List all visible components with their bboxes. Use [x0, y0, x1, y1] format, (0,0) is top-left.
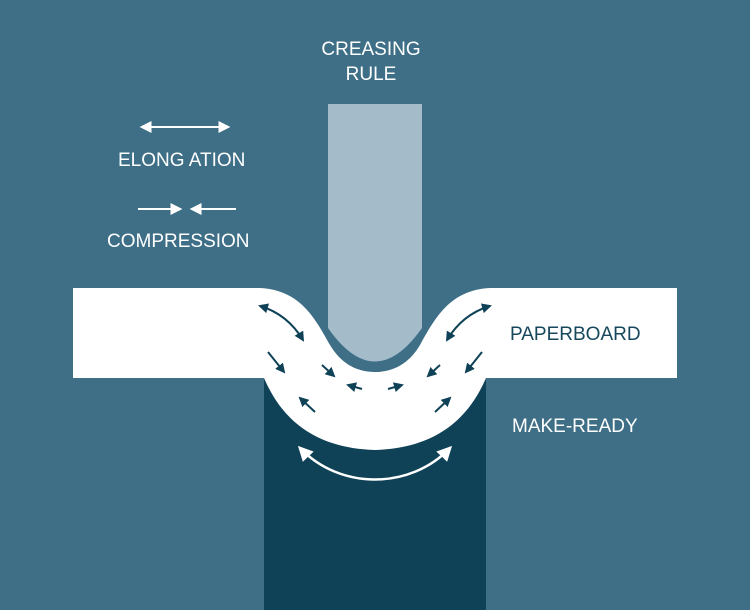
paperboard-label: PAPERBOARD [510, 324, 641, 345]
make-ready-label: MAKE-READY [512, 416, 638, 437]
creasing-rule-label-line1: CREASING [321, 39, 420, 60]
compression-label: COMPRESSION [107, 231, 250, 252]
compression-arrow-8 [464, 351, 483, 374]
compression-arrow-3 [321, 364, 336, 378]
elongation-label: ELONG ATION [118, 150, 245, 171]
compression-arrow-2 [298, 396, 316, 413]
creasing-rule [328, 104, 422, 362]
compression-arrow-1 [267, 351, 286, 374]
elongation-arrow-right [445, 303, 492, 342]
compression-arrow-6 [426, 364, 441, 378]
compression-arrow-5 [387, 382, 404, 393]
make-ready-elongation-arrow [297, 445, 453, 481]
paperboard [73, 288, 677, 450]
compression-arrow-7 [434, 396, 452, 413]
compression-arrow-4 [346, 382, 363, 393]
elongation-arrow-left [258, 303, 305, 342]
creasing-rule-label-line2: RULE [346, 64, 397, 85]
